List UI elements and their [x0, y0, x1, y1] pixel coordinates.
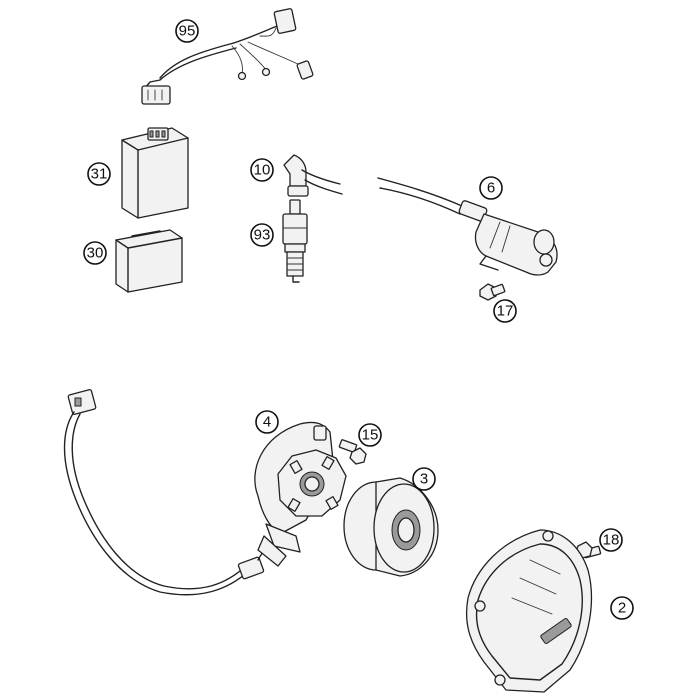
spark-plug — [282, 199, 308, 283]
svg-text:15: 15 — [362, 427, 379, 444]
rotor — [343, 477, 439, 577]
callout-93: 93 — [250, 223, 274, 247]
svg-text:4: 4 — [263, 414, 271, 431]
callout-31: 31 — [87, 162, 111, 186]
stator — [63, 389, 347, 596]
svg-text:30: 30 — [87, 245, 104, 262]
svg-text:17: 17 — [497, 303, 514, 320]
svg-text:18: 18 — [603, 532, 620, 549]
stator-bolt — [338, 439, 367, 465]
spark-plug-connector — [283, 154, 343, 197]
callout-2: 2 — [610, 596, 634, 620]
callout-95: 95 — [175, 19, 199, 43]
callout-30: 30 — [83, 241, 107, 265]
callout-15: 15 — [358, 423, 382, 447]
callout-17: 17 — [493, 299, 517, 323]
coil-bolt — [479, 283, 506, 301]
svg-text:31: 31 — [91, 166, 108, 183]
ignition-cover — [465, 529, 593, 693]
callout-4: 4 — [255, 410, 279, 434]
ignition-coil — [377, 177, 558, 276]
cdi-holder — [115, 229, 183, 293]
callout-6: 6 — [479, 176, 503, 200]
svg-text:10: 10 — [254, 162, 271, 179]
callout-3: 3 — [412, 467, 436, 491]
svg-text:3: 3 — [420, 471, 428, 488]
svg-text:95: 95 — [179, 23, 196, 40]
svg-text:2: 2 — [618, 600, 626, 617]
cdi-unit — [121, 127, 189, 219]
svg-text:6: 6 — [487, 180, 495, 197]
callout-10: 10 — [250, 158, 274, 182]
callout-18: 18 — [599, 528, 623, 552]
wiring-harness — [141, 8, 314, 105]
svg-text:93: 93 — [254, 227, 271, 244]
